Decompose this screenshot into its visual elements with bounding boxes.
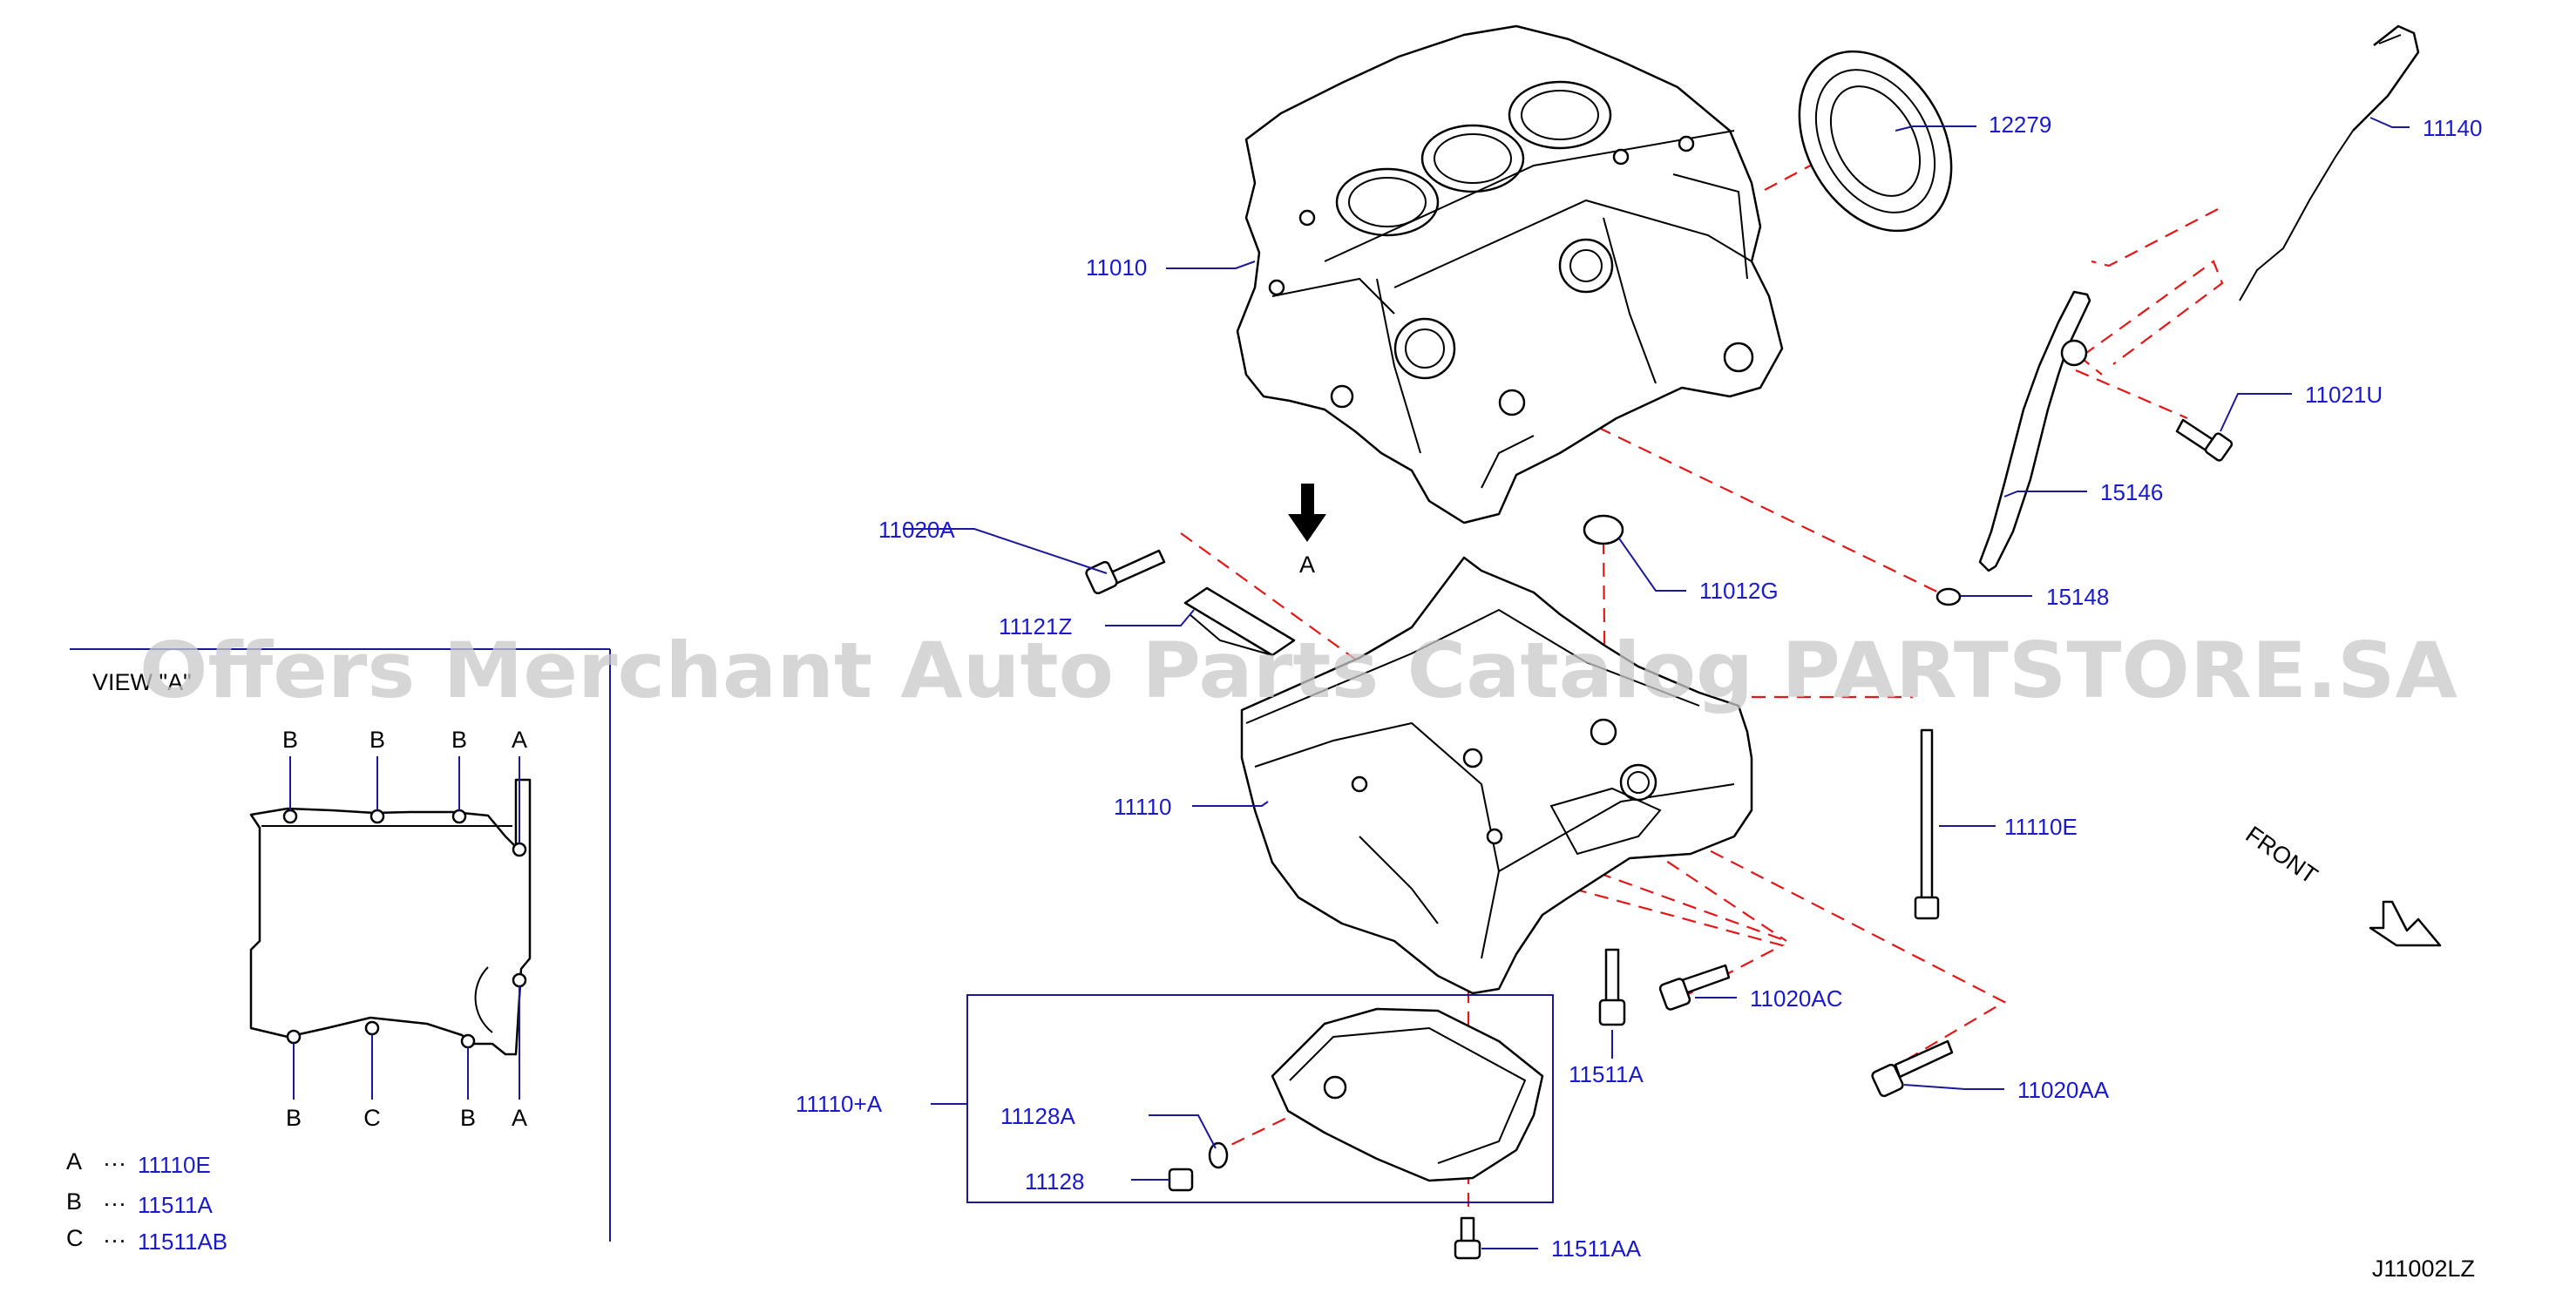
front-indicator: FRONT [2241, 821, 2442, 947]
label-11110-plus-a[interactable]: 11110+A [796, 1091, 883, 1117]
label-11110e[interactable]: 11110E [2004, 814, 2078, 840]
bolt-hole-b5 [460, 1033, 476, 1049]
legend-sep-b: ··· [103, 1190, 126, 1216]
bolt-11020aa [1871, 1039, 1954, 1098]
front-arrow-icon [2369, 900, 2442, 947]
legend-sep-a: ··· [103, 1150, 126, 1176]
gauge-guide-tube [1935, 290, 2091, 606]
label-11020a[interactable]: 11020A [878, 517, 955, 543]
label-11121z[interactable]: 11121Z [999, 613, 1072, 640]
cylinder-bore-3 [1508, 80, 1612, 150]
bolt-hole-b3 [451, 809, 467, 824]
label-11140[interactable]: 11140 [2423, 115, 2482, 141]
bolt-11511aa [1454, 1216, 1481, 1260]
label-11012g[interactable]: 11012G [1699, 578, 1779, 604]
washer-11128a [1208, 1141, 1229, 1169]
part-labels: 12279 11140 11010 11021U 15146 11020A 11… [796, 112, 2482, 1262]
oil-pan-assembly-box [966, 994, 1554, 1203]
leader-lines [905, 117, 2410, 1249]
cylinder-bore-2 [1420, 124, 1525, 193]
bolt-hole-c1 [364, 1020, 380, 1036]
bolt-11021u [2175, 418, 2234, 462]
bolt-11020a [1085, 549, 1166, 595]
drain-plug-11128 [1168, 1168, 1194, 1192]
bolt-hole-b4 [286, 1029, 302, 1045]
stud-bolt-11110e [1914, 728, 1940, 920]
label-11021u[interactable]: 11021U [2305, 382, 2383, 408]
legend-part-11511ab[interactable]: 11511AB [138, 1229, 227, 1255]
label-11110[interactable]: 11110 [1114, 794, 1172, 820]
block-outline [1236, 24, 1784, 525]
legend-sep-c: ··· [103, 1227, 126, 1253]
bolt-11511a [1598, 948, 1626, 1026]
cylinder-bore-1 [1335, 167, 1440, 237]
legend-key-a: A [66, 1148, 82, 1175]
label-11020aa[interactable]: 11020AA [2017, 1077, 2110, 1103]
rear-oil-seal [1798, 50, 1953, 233]
label-12279[interactable]: 12279 [1989, 112, 2051, 138]
cylinder-block [1236, 24, 1784, 525]
watermark-text: Offers Merchant Auto Parts Catalog PARTS… [139, 626, 2457, 715]
oil-strainer [1183, 586, 1296, 657]
label-11511a[interactable]: 11511A [1569, 1061, 1644, 1087]
view-mark-top-2: B [369, 727, 385, 753]
o-ring-15148 [1935, 587, 1962, 606]
label-15148[interactable]: 15148 [2046, 584, 2109, 610]
block-drain-plug [1498, 389, 1526, 416]
label-11010[interactable]: 11010 [1086, 254, 1147, 281]
oil-pan-bottom-outline [249, 778, 532, 1056]
oil-pan-corner-detail [474, 966, 493, 1033]
label-15146[interactable]: 15146 [2100, 479, 2163, 505]
bolt-hole-b1 [282, 809, 298, 824]
label-11020ac[interactable]: 11020AC [1750, 985, 1843, 1012]
bolt-hole-a1 [512, 842, 527, 857]
view-mark-top-1: B [282, 727, 298, 753]
view-mark-bottom-2: C [363, 1105, 381, 1131]
pan-boss [1590, 718, 1617, 746]
label-11128a[interactable]: 11128A [1000, 1103, 1075, 1129]
front-label: FRONT [2241, 821, 2322, 889]
label-11511aa[interactable]: 11511AA [1551, 1235, 1642, 1262]
plug-11012g [1583, 514, 1624, 545]
view-mark-bottom-1: B [286, 1105, 302, 1131]
bolt-hole-b2 [369, 809, 385, 824]
view-arrow [1288, 484, 1326, 542]
block-boss [1558, 238, 1614, 294]
view-title: VIEW "A" [92, 669, 192, 695]
view-a-panel: VIEW "A" B B B A B C B A [66, 648, 611, 1255]
view-mark-bottom-4: A [512, 1105, 527, 1131]
legend-part-11511a[interactable]: 11511A [138, 1192, 213, 1218]
oil-level-gauge [2239, 24, 2420, 301]
view-mark-top-3: B [451, 727, 467, 753]
arrow-label: A [1299, 552, 1315, 578]
label-11128[interactable]: 11128 [1025, 1168, 1084, 1195]
legend-key-b: B [66, 1188, 82, 1215]
pan-drain-boss [1323, 1075, 1347, 1100]
oil-pan-upper [1240, 556, 1753, 995]
bolt-11020ac [1658, 964, 1731, 1011]
diagram-code: J11002LZ [2372, 1256, 2475, 1282]
oil-pan-lower [1271, 1007, 1544, 1182]
view-mark-top-4: A [512, 727, 527, 753]
legend-key-c: C [66, 1225, 84, 1251]
view-mark-leaders [289, 756, 520, 1100]
legend-part-11110e[interactable]: 11110E [138, 1152, 211, 1178]
view-mark-bottom-3: B [460, 1105, 476, 1131]
bolt-hole-a2 [512, 972, 527, 988]
